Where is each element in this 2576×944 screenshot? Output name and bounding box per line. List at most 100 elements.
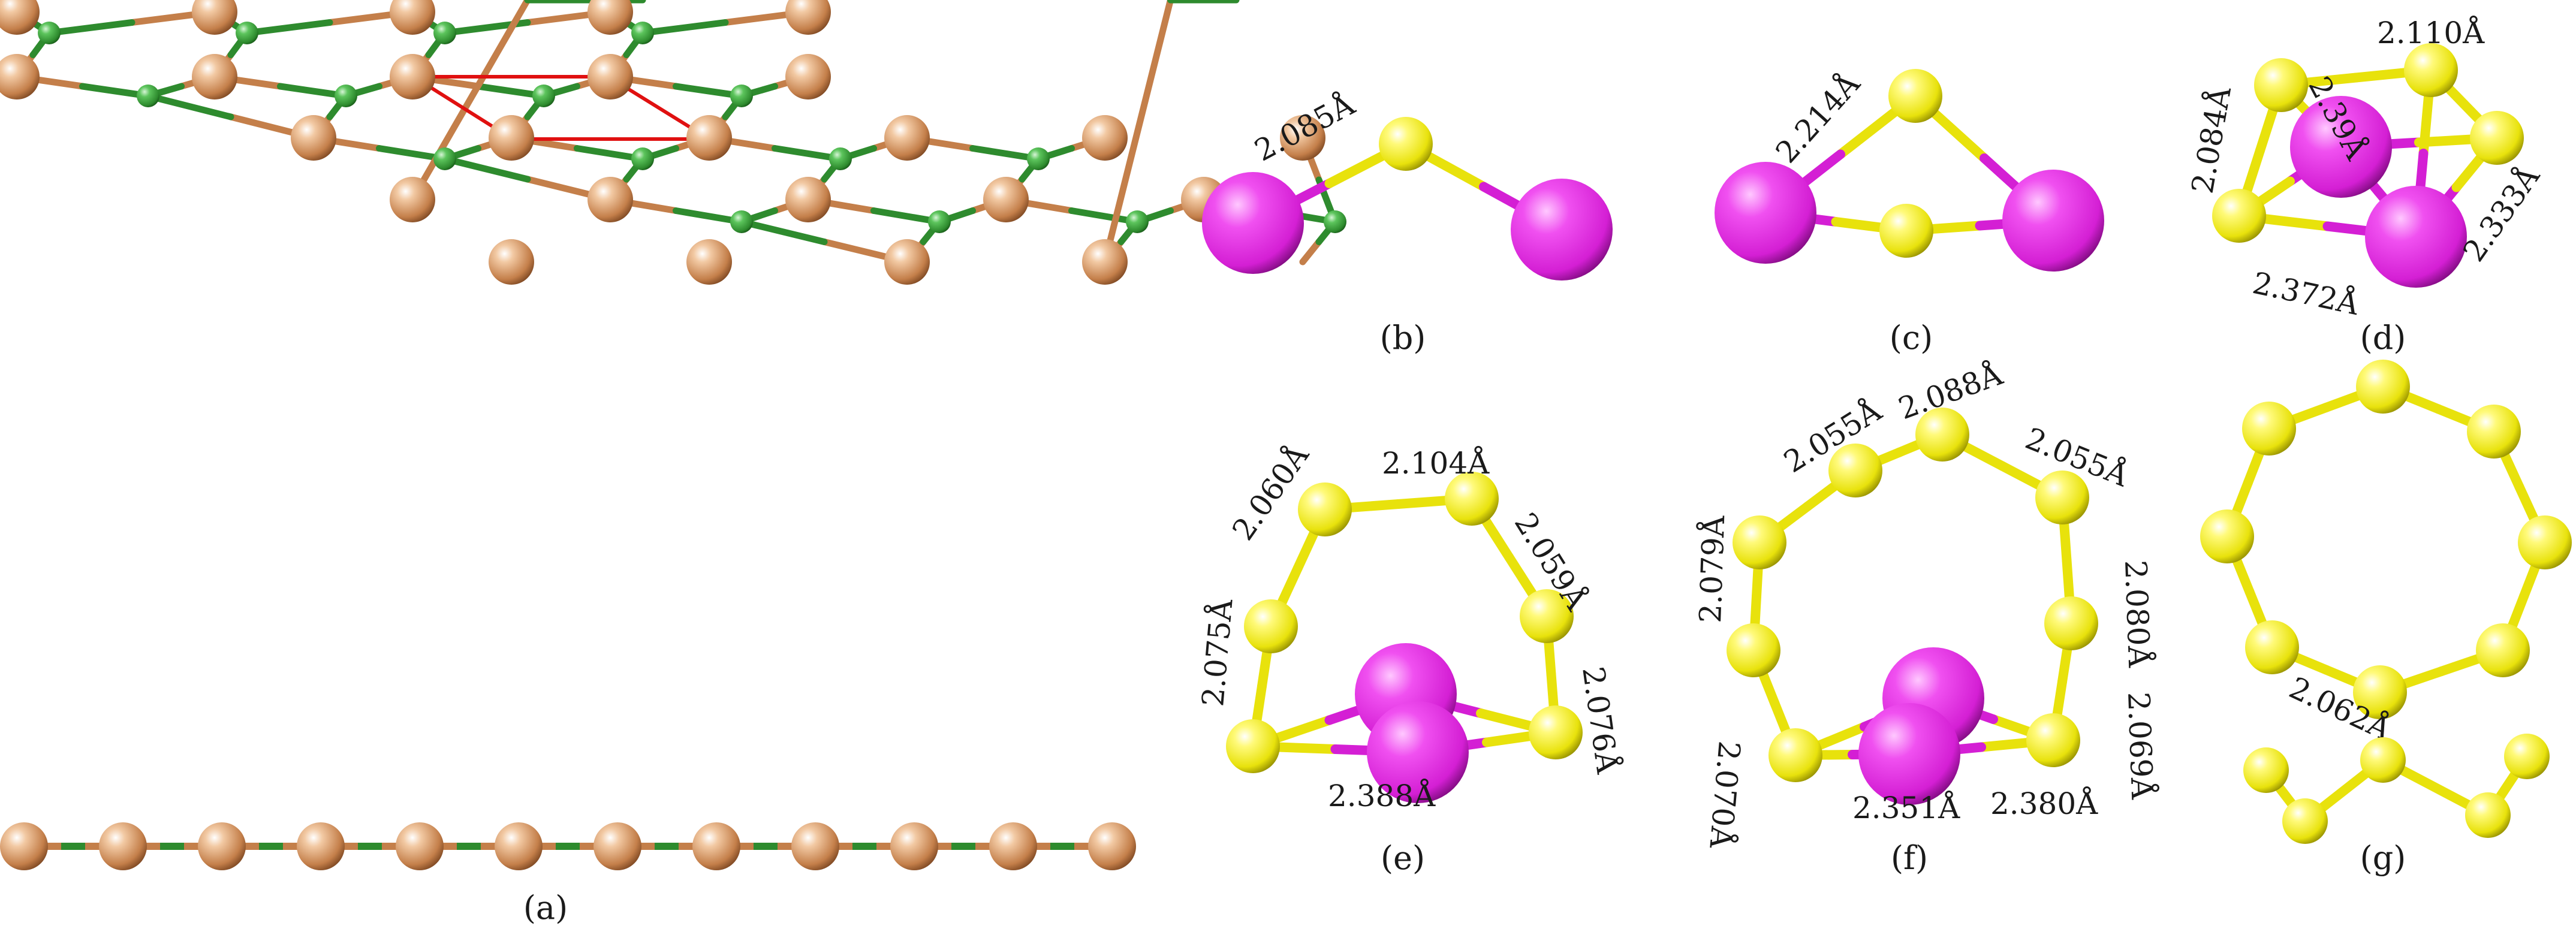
sulfur-atom bbox=[2026, 713, 2080, 767]
sulfur-atom bbox=[2044, 596, 2098, 650]
panel-f-na2s8: 2.055Å2.088Å2.055Å2.080Å2.069Å2.079Å2.07… bbox=[1692, 356, 2160, 877]
sulfur-atom bbox=[1879, 204, 1933, 258]
caption-a: (a) bbox=[523, 889, 568, 927]
sulfur-atom bbox=[2518, 515, 2572, 569]
sulfur-atom bbox=[2360, 737, 2406, 783]
caption-g: (g) bbox=[2360, 839, 2406, 877]
sulfur-atom bbox=[2465, 792, 2511, 838]
bn-bond bbox=[144, 92, 234, 120]
boron-atom bbox=[890, 822, 938, 870]
s8-side-view bbox=[2243, 734, 2550, 844]
boron-atom bbox=[495, 822, 543, 870]
sulfur-atom bbox=[2282, 798, 2328, 844]
sulfur-atom bbox=[2504, 734, 2550, 779]
bond-length-label: 2.069Å bbox=[2121, 691, 2160, 800]
boron-atom bbox=[884, 115, 930, 161]
sodium-atom bbox=[2365, 186, 2467, 288]
caption-c: (c) bbox=[1890, 319, 1933, 357]
boron-atom bbox=[0, 822, 48, 870]
boron-atom bbox=[593, 822, 641, 870]
bond-length-label: 2.075Å bbox=[1195, 597, 1239, 708]
nitrogen-atom bbox=[433, 22, 456, 44]
boron-atom bbox=[1082, 115, 1128, 161]
nitrogen-atom bbox=[38, 22, 61, 44]
atoms-f bbox=[1727, 408, 2098, 805]
bond-length-label: 2.110Å bbox=[2377, 15, 2485, 50]
nitrogen-atom bbox=[236, 22, 258, 44]
sulfur-atom bbox=[1529, 705, 1583, 759]
boron-atom bbox=[390, 177, 435, 222]
sulfur-atom bbox=[2200, 509, 2254, 563]
nitrogen-atom bbox=[829, 147, 852, 170]
sulfur-atom bbox=[1768, 728, 1822, 782]
nitrogen-atom bbox=[730, 85, 753, 107]
boron-atom bbox=[785, 177, 831, 222]
sodium-atom bbox=[1202, 172, 1304, 274]
sulfur-atom bbox=[1727, 623, 1780, 677]
boron-atom bbox=[390, 54, 435, 99]
caption-f: (f) bbox=[1891, 839, 1928, 877]
bn-bond bbox=[243, 19, 333, 37]
boron-atom bbox=[396, 822, 444, 870]
boron-atom bbox=[785, 54, 831, 99]
bond-length-label: 2.214Å bbox=[1768, 66, 1867, 170]
sulfur-atom bbox=[1445, 472, 1499, 526]
boron-atom bbox=[686, 239, 732, 285]
sulfur-atom bbox=[2356, 360, 2410, 414]
boron-atom bbox=[0, 0, 40, 35]
boron-atom bbox=[791, 822, 839, 870]
bond-length-label: 2.351Å bbox=[1852, 790, 1960, 825]
sulfur-atom bbox=[2467, 405, 2521, 459]
sulfur-atom bbox=[2243, 747, 2289, 793]
caption-d: (d) bbox=[2360, 319, 2406, 357]
sodium-atom bbox=[1367, 701, 1469, 803]
nitrogen-atom bbox=[631, 147, 654, 170]
caption-e: (e) bbox=[1381, 839, 1425, 877]
boron-atom bbox=[297, 822, 345, 870]
sulfur-atom bbox=[1915, 408, 1969, 462]
nitrogen-atom bbox=[1027, 147, 1050, 170]
bond-length-label: 2.380Å bbox=[1990, 786, 2098, 821]
boron-atom bbox=[884, 239, 930, 285]
boron-atom bbox=[692, 822, 740, 870]
bn-atoms bbox=[0, 0, 1346, 285]
sodium-atom bbox=[2002, 170, 2104, 272]
bond-length-label: 2.076Å bbox=[1575, 664, 1625, 776]
bond-length-label: 2.080Å bbox=[2118, 559, 2157, 668]
sulfur-atom bbox=[1888, 69, 1942, 123]
sulfur-atom bbox=[2470, 111, 2524, 165]
atoms-e bbox=[1226, 472, 1583, 803]
sulfur-atom bbox=[2212, 189, 2266, 243]
sulfur-atom bbox=[2353, 665, 2407, 719]
sulfur-atom bbox=[1298, 482, 1352, 536]
boron-atom bbox=[686, 115, 732, 161]
boron-atom bbox=[587, 0, 633, 35]
bn-bond bbox=[409, 0, 531, 203]
panel-g-s8-ring: 2.062Å(g) bbox=[2200, 360, 2572, 877]
sulfur-atom bbox=[2254, 58, 2308, 112]
sulfur-atom bbox=[2242, 402, 2296, 456]
nitrogen-atom bbox=[631, 22, 654, 44]
sulfur-atom bbox=[1244, 599, 1298, 653]
bn-bond bbox=[441, 155, 531, 183]
bn-bond bbox=[46, 19, 135, 37]
bond-length-label: 2.084Å bbox=[2185, 83, 2238, 196]
boron-atom bbox=[192, 0, 237, 35]
nitrogen-atom bbox=[1126, 210, 1149, 233]
sulfur-atom bbox=[2245, 620, 2299, 674]
sulfur-atom bbox=[1379, 117, 1433, 171]
boron-atom bbox=[1082, 239, 1128, 285]
bond-length-label: 2.079Å bbox=[1692, 514, 1731, 623]
caption-b: (b) bbox=[1380, 319, 1426, 357]
bn-bond bbox=[738, 218, 828, 245]
boron-atom bbox=[192, 54, 237, 99]
bn-bond bbox=[1299, 239, 1322, 266]
boron-atom bbox=[587, 54, 633, 99]
sodium-atom bbox=[1858, 703, 1960, 805]
bn-side-view bbox=[0, 822, 1136, 870]
boron-atom bbox=[489, 239, 534, 285]
sodium-atom bbox=[1715, 162, 1816, 264]
